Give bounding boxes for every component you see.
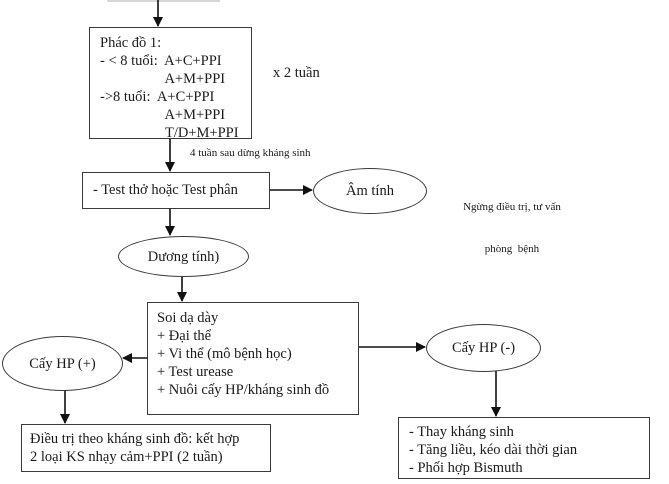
positive-result-node: Dương tính) [118,236,249,277]
treatment-line: 2 loại KS nhạy cảm+PPI (2 tuần) [30,449,223,465]
treatment-line: - Tăng liều, kéo dài thời gian [409,442,578,458]
regimen-box: Phác đồ 1: - < 8 tuổi: A+C+PPI A+M+PPI -… [89,27,252,141]
antibiogram-treatment-box: Điều trị theo kháng sinh đồ: kết hợp 2 l… [21,424,271,472]
edge-label-wait-period: 4 tuần sau dừng kháng sinh [190,147,311,159]
treatment-line: - Phối hợp Bismuth [409,460,523,476]
endoscopy-line: + Đại thể [157,328,212,344]
culture-positive-label: Cấy HP (+) [29,355,96,372]
regimen-duration: x 2 tuần [273,65,320,81]
treatment-line: Điều trị theo kháng sinh đồ: kết hợp [30,431,240,447]
endoscopy-line: + Test urease [157,364,234,380]
negative-result-note: Ngừng điều trị, tư vấn phòng bệnh [432,172,592,270]
regimen-title: Phác đồ 1: [100,35,162,51]
test-box-label: - Test thở hoặc Test phân [93,182,238,198]
culture-negative-label: Cấy HP (-) [451,340,516,356]
endoscopy-box: Soi dạ dày + Đại thể + Vi thể (mô bệnh h… [147,302,359,415]
culture-negative-node: Cấy HP (-) [426,324,541,372]
endoscopy-line: Soi dạ dày [157,310,219,326]
negative-result-label: Âm tính [346,183,394,199]
regimen-line: A+M+PPI [100,71,226,87]
alternative-treatment-box: - Thay kháng sinh - Tăng liều, kéo dài t… [398,417,650,479]
regimen-line: ->8 tuổi: A+C+PPI [100,89,215,105]
treatment-line: - Thay kháng sinh [409,424,514,440]
culture-positive-node: Cấy HP (+) [2,336,123,391]
negative-result-node: Âm tính [313,168,427,214]
breath-stool-test-box: - Test thở hoặc Test phân [82,172,270,209]
note-line: Ngừng điều trị, tư vấn [463,201,561,213]
note-line: phòng bệnh [484,243,540,255]
endoscopy-line: + Vi thể (mô bệnh học) [157,346,292,362]
regimen-line: A+M+PPI [100,107,226,123]
regimen-line: T/D+M+PPI [100,125,239,141]
endoscopy-line: + Nuôi cấy HP/kháng sinh đồ [157,382,330,398]
positive-result-label: Dương tính) [147,248,220,265]
regimen-line: - < 8 tuổi: A+C+PPI [100,53,222,69]
